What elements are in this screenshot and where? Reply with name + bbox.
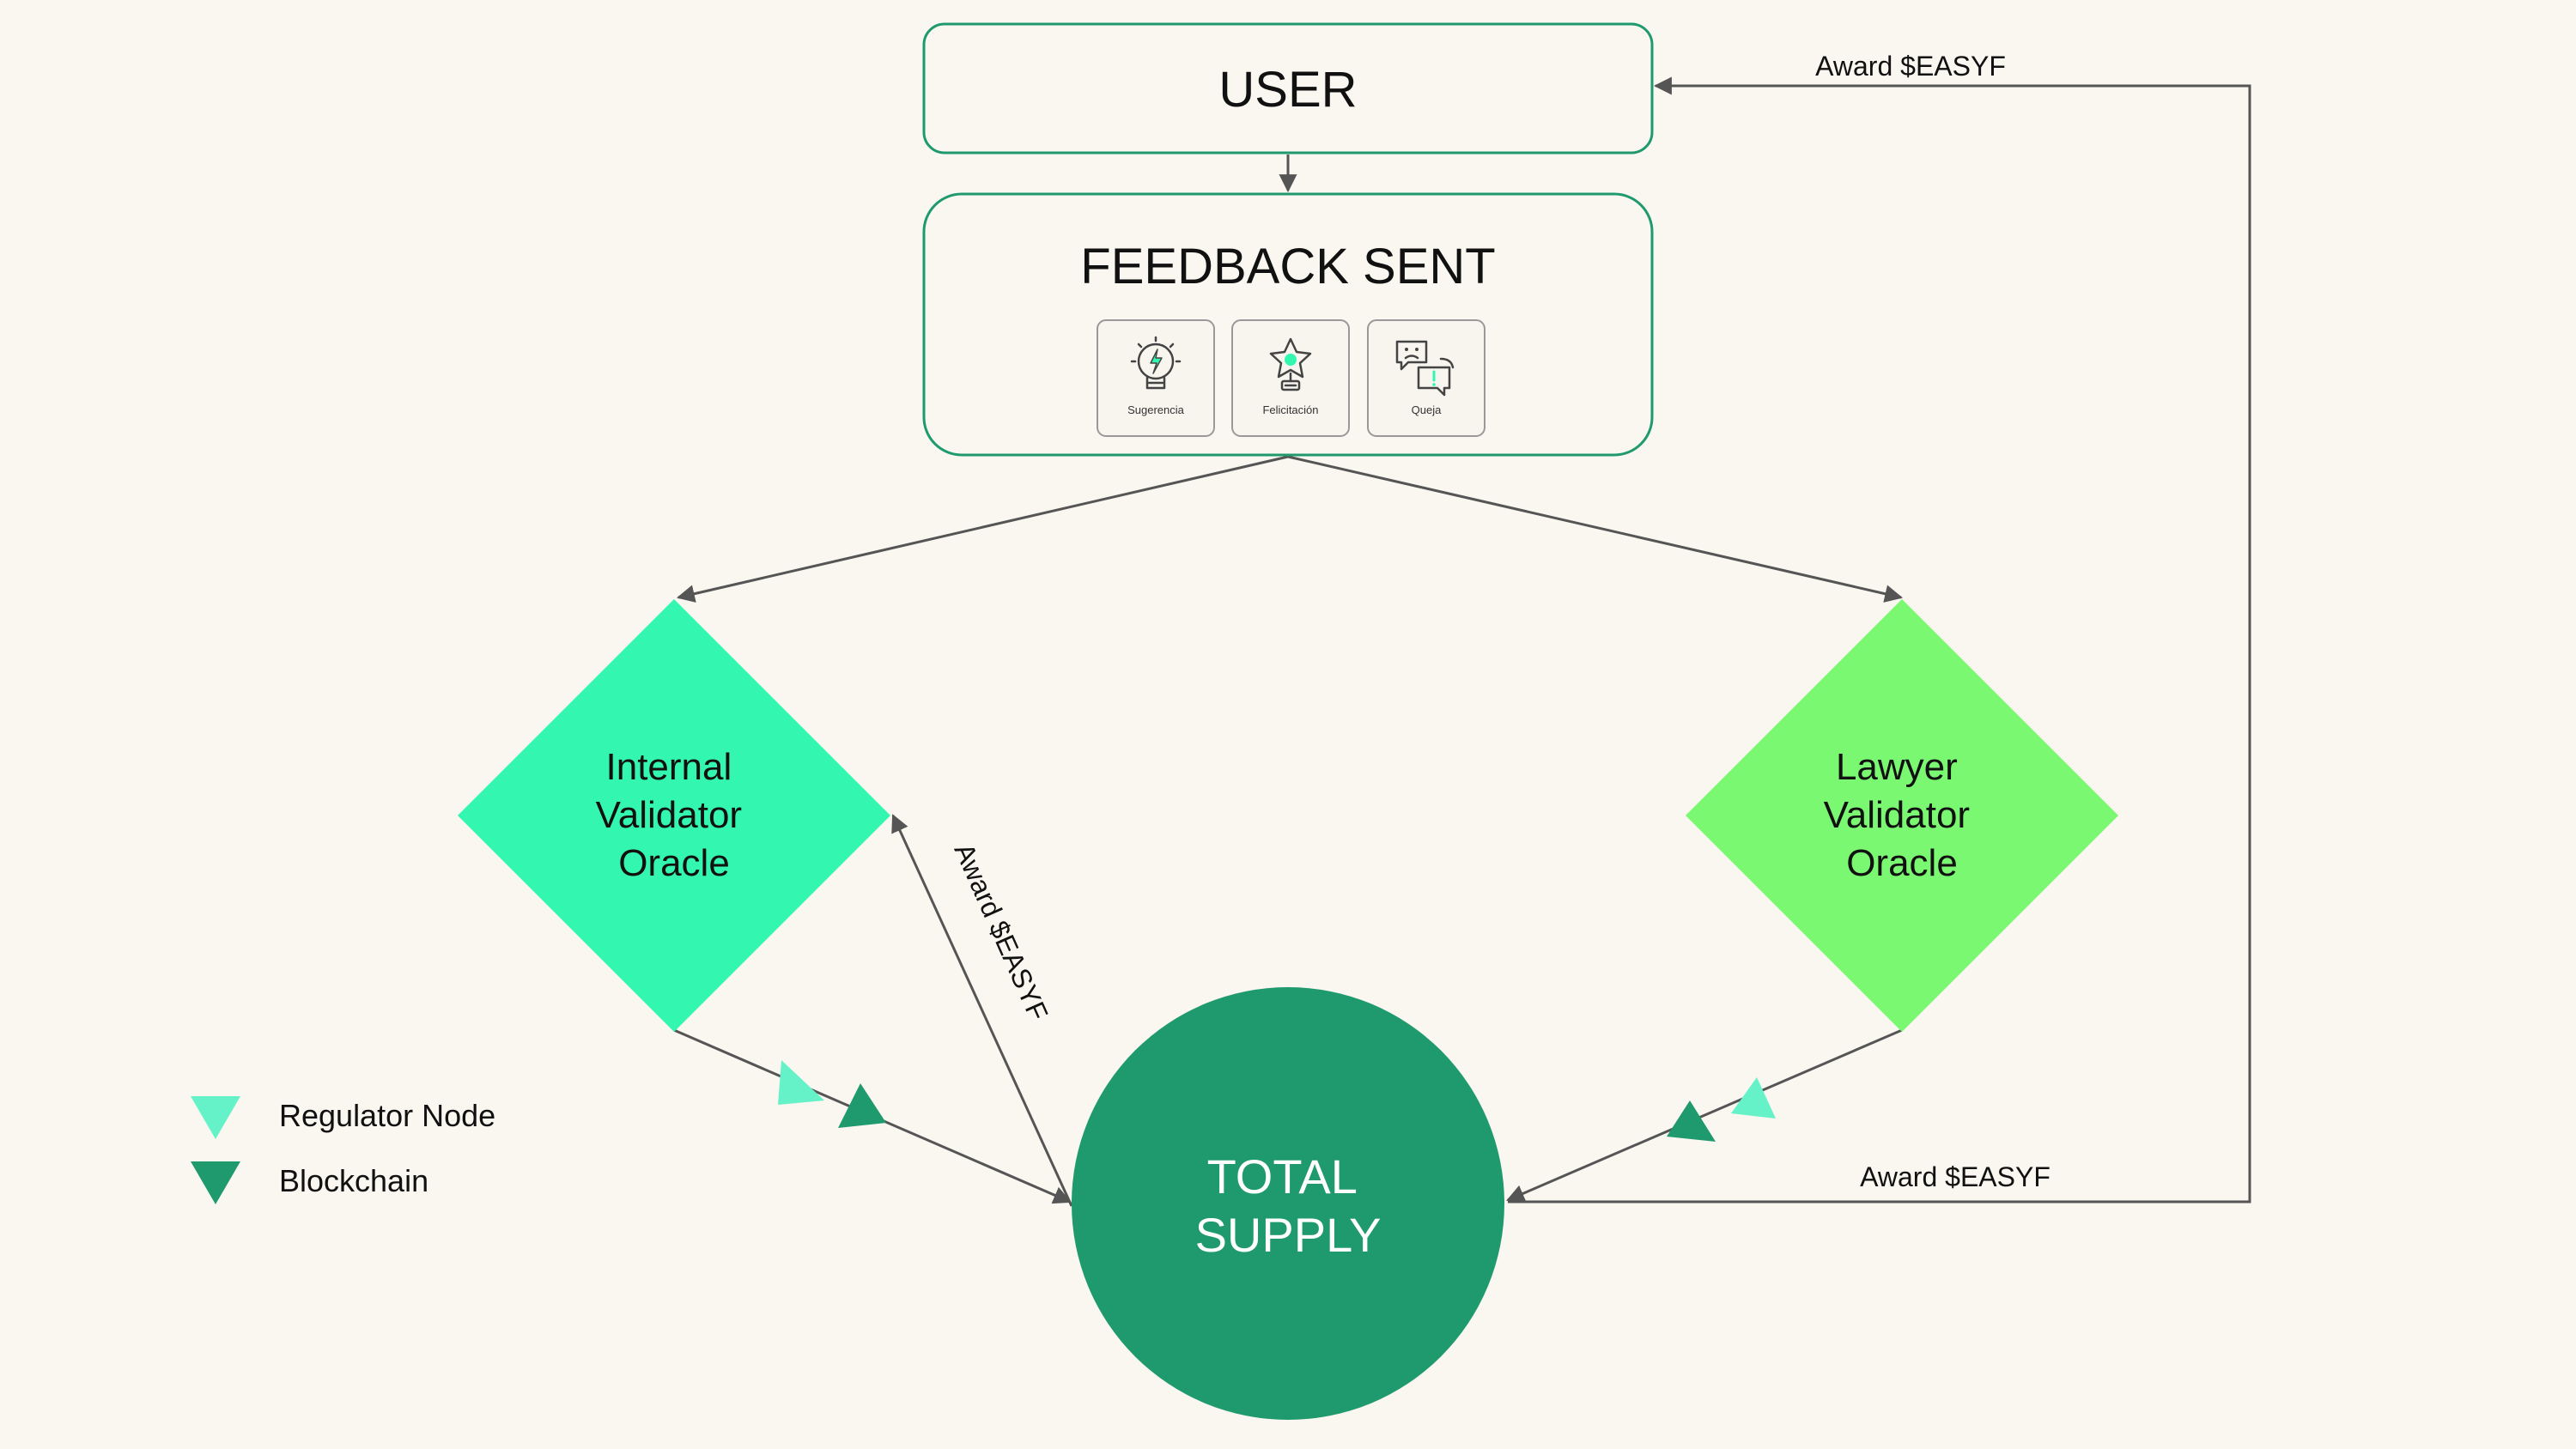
regulator-node-marker-right <box>1731 1077 1776 1119</box>
total-supply-label: TOTAL SUPPLY <box>1195 1149 1382 1262</box>
user-node: USER <box>922 22 1654 155</box>
edge-supply-to-user <box>1508 76 2251 1203</box>
complaint-chat-icon <box>1395 340 1455 397</box>
edges <box>673 76 2251 1207</box>
lawyer-validator-oracle: Lawyer Validator Oracle <box>1686 599 2118 1032</box>
user-box <box>922 22 1654 155</box>
feedback-option-queja[interactable]: Queja <box>1367 319 1485 437</box>
lightbulb-icon <box>1130 336 1182 390</box>
edge-label-award-supply: Award $EASYF <box>1860 1161 2050 1192</box>
blockchain-marker-right <box>1667 1100 1716 1142</box>
feedback-label: FEEDBACK SENT <box>1080 239 1495 294</box>
lawyer-oracle-diamond <box>1686 599 2118 1032</box>
internal-oracle-label: Internal Validator Oracle <box>596 746 753 884</box>
total-supply: TOTAL SUPPLY <box>1072 987 1504 1420</box>
regulator-node-marker-left <box>778 1060 824 1105</box>
feedback-option-sugerencia[interactable]: Sugerencia <box>1097 319 1215 437</box>
feedback-option-label: Sugerencia <box>1127 403 1185 416</box>
legend-label: Blockchain <box>279 1163 428 1198</box>
internal-oracle-diamond <box>458 599 890 1032</box>
feedback-node: FEEDBACK SENT Sugerencia <box>922 192 1654 457</box>
edge-lawyer-oracle-to-supply <box>1506 1028 1903 1203</box>
edge-supply-to-internal-oracle <box>891 814 1073 1207</box>
internal-validator-oracle: Internal Validator Oracle <box>458 599 890 1032</box>
edge-label-award-internal: Award $EASYF <box>949 839 1054 1025</box>
blockchain-icon <box>191 1161 240 1204</box>
total-supply-circle <box>1072 987 1504 1420</box>
edge-feedback-to-internal-oracle <box>676 455 1289 603</box>
legend-label: Regulator Node <box>279 1098 495 1133</box>
edge-label-award-user: Award $EASYF <box>1815 51 2006 82</box>
edge-markers <box>778 1060 1776 1142</box>
star-trophy-icon <box>1269 337 1312 391</box>
blockchain-marker-left <box>838 1083 886 1128</box>
legend-item-regulator-node: Regulator Node <box>191 1096 495 1139</box>
feedback-option-label: Felicitación <box>1262 403 1318 416</box>
legend-item-blockchain: Blockchain <box>191 1161 428 1204</box>
feedback-option-felicitacion[interactable]: Felicitación <box>1231 319 1350 437</box>
edge-feedback-to-lawyer-oracle <box>1287 455 1904 603</box>
lawyer-oracle-label: Lawyer Validator Oracle <box>1824 746 1981 884</box>
legend: Regulator Node Blockchain <box>191 1096 495 1204</box>
user-label: USER <box>1218 62 1357 118</box>
regulator-node-icon <box>191 1096 240 1139</box>
feedback-option-label: Queja <box>1412 403 1442 416</box>
